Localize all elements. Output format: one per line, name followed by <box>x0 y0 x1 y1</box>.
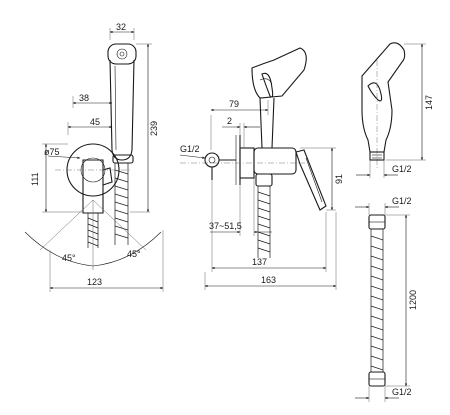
hand-shower-front <box>107 43 137 164</box>
dim-38-label: 38 <box>79 93 89 103</box>
dim-79-label: 79 <box>229 99 239 109</box>
dim-91-label: 91 <box>334 174 344 184</box>
dim-147-label: 147 <box>424 95 434 110</box>
hose-view: G1/2 1200 G1/2 <box>355 196 418 402</box>
hand-shower-side <box>251 47 307 149</box>
dim-45-label: 45 <box>90 117 100 127</box>
mixer-body-side <box>253 147 297 175</box>
dim-123-label: 123 <box>87 277 102 287</box>
hose-side <box>257 186 271 258</box>
dim-239-label: 239 <box>149 121 159 136</box>
head-thread-label: G1/2 <box>392 164 412 174</box>
hose-front-right <box>114 163 129 245</box>
angle-left-label: 45° <box>62 253 76 263</box>
dim-163-label: 163 <box>261 275 276 285</box>
dim-137-label: 137 <box>252 257 267 267</box>
dim-111-label: 111 <box>30 172 40 186</box>
front-view: 32 38 45 ø75 239 111 45° 45° 123 <box>24 22 164 292</box>
dim-diameter-label: ø75 <box>44 147 60 157</box>
angle-right-label: 45° <box>127 249 141 259</box>
hose-thread-top-label: G1/2 <box>392 196 412 206</box>
dim-37-51-label: 37~51,5 <box>209 221 242 231</box>
dim-1200-label: 1200 <box>408 290 418 310</box>
dim-2-label: 2 <box>227 116 232 126</box>
dim-32-label: 32 <box>116 22 126 32</box>
side-thread-label: G1/2 <box>180 144 200 154</box>
hose-thread-bottom-label: G1/2 <box>392 387 412 397</box>
side-view: 79 2 G1/2 37~51,5 91 137 163 <box>179 47 344 290</box>
head-view: 147 G1/2 <box>356 42 434 178</box>
lever-handle <box>295 149 327 211</box>
mixer-body-front <box>82 159 104 214</box>
